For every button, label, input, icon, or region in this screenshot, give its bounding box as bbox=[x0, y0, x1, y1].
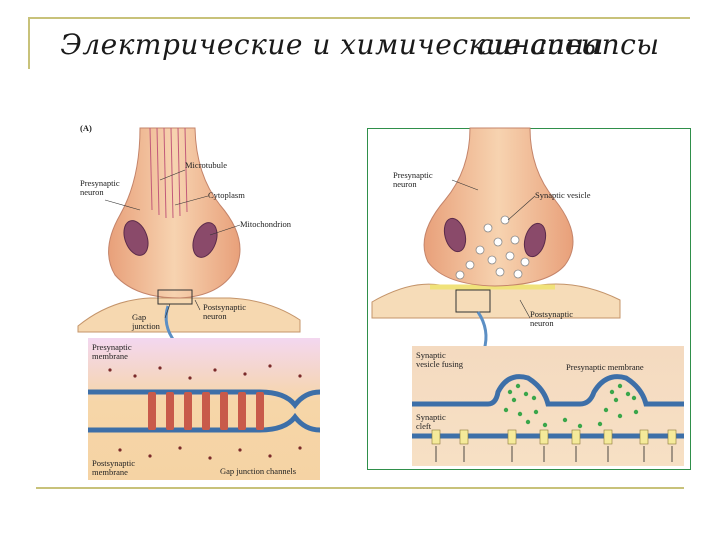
label-right-presynaptic-membrane: Presynaptic membrane bbox=[566, 362, 644, 372]
label-microtubule: Microtubule bbox=[185, 160, 227, 170]
postsynaptic-receptor-group bbox=[431, 429, 677, 445]
slide-title: Электрические и химические синапсы bbox=[60, 28, 660, 61]
slide-title-overlap: синапсы bbox=[478, 28, 604, 61]
frame-left-line bbox=[28, 17, 30, 69]
left-postsynaptic-body bbox=[77, 297, 301, 333]
microtubule-lines bbox=[149, 127, 188, 219]
right-zoom-box bbox=[455, 289, 491, 313]
right-leader-lines bbox=[451, 179, 536, 319]
neurotransmitter-dots bbox=[503, 383, 639, 429]
left-presynaptic-membrane bbox=[88, 389, 321, 410]
label-gap-junction-channels: Gap junction channels bbox=[220, 466, 296, 476]
frame-top-line bbox=[28, 17, 690, 19]
panel-label: (A) bbox=[80, 123, 92, 133]
gap-junction-channel-group bbox=[148, 392, 264, 430]
gap-junction-box bbox=[157, 289, 193, 305]
right-mitochondrion-1 bbox=[443, 217, 467, 253]
left-mitochondrion-2 bbox=[192, 222, 218, 258]
synaptic-vesicle-group bbox=[455, 215, 530, 280]
right-presynaptic-membrane bbox=[412, 374, 684, 407]
label-synaptic-vesicle: Synaptic vesicle bbox=[535, 190, 591, 200]
ion-dots-left bbox=[108, 364, 302, 460]
frame-bottom-line bbox=[36, 487, 684, 489]
receptor-arrows bbox=[435, 446, 673, 462]
label-mitochondrion: Mitochondrion bbox=[240, 219, 292, 229]
right-mitochondrion-2 bbox=[523, 222, 547, 258]
label-cytoplasm: Cytoplasm bbox=[208, 190, 245, 200]
left-leader-lines bbox=[104, 169, 241, 319]
left-presynaptic-neuron bbox=[108, 127, 241, 299]
right-presynaptic-neuron bbox=[423, 127, 574, 287]
left-mitochondrion-1 bbox=[123, 220, 149, 256]
left-postsynaptic-membrane bbox=[88, 412, 321, 433]
